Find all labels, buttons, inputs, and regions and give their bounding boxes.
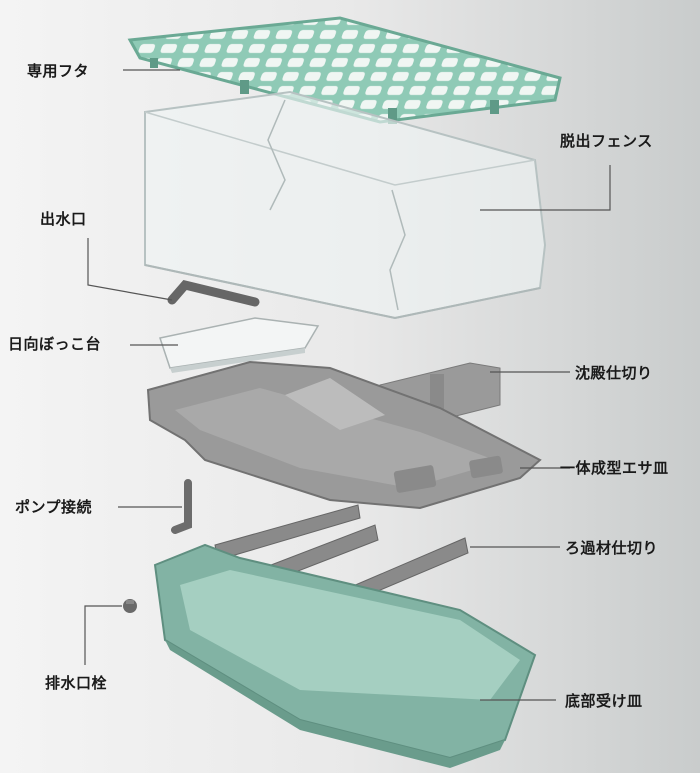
feeding-tray (146, 360, 542, 510)
leader-lines (84, 69, 611, 701)
pump-connector (171, 479, 192, 534)
basking-platform (159, 317, 320, 373)
lid-grid (127, 16, 562, 124)
label-partition: 沈殿仕切り (575, 364, 653, 382)
base-tray (153, 543, 537, 768)
escape-fence (144, 90, 547, 320)
label-plug: 排水口栓 (45, 674, 108, 692)
label-lid: 専用フタ (27, 62, 90, 80)
label-base: 底部受け皿 (565, 692, 643, 710)
label-outlet: 出水口 (40, 210, 87, 228)
outlet-pipe (167, 279, 260, 307)
label-filter: ろ過材仕切り (565, 539, 659, 557)
label-fence: 脱出フェンス (560, 132, 653, 150)
drain-plug (123, 599, 137, 613)
label-pump: ポンプ接続 (15, 498, 93, 516)
label-basking: 日向ぼっこ台 (8, 335, 102, 353)
label-tray: 一体成型エサ皿 (560, 459, 669, 477)
